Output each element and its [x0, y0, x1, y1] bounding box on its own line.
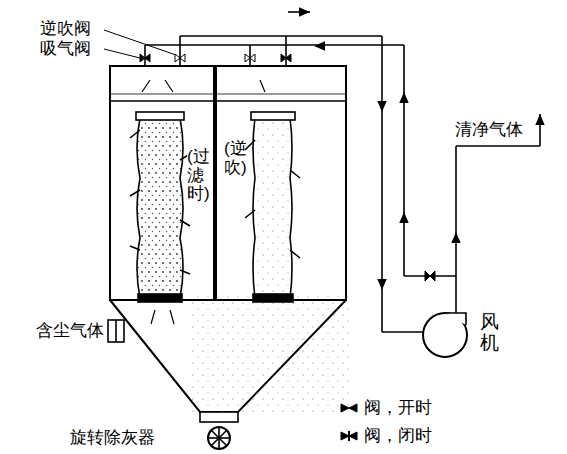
legend-text: 阀，开时	[364, 396, 432, 419]
vertical-label: 风机	[480, 312, 499, 354]
legend-row: 阀，闭时	[340, 424, 432, 447]
vertical-label: (过滤时)	[187, 148, 204, 204]
part-label: 吸气阀	[40, 39, 91, 59]
part-label: 含尘气体	[36, 321, 104, 341]
legend-row: 阀，开时	[340, 396, 432, 419]
part-label: 逆吹阀	[40, 19, 91, 39]
valve-closed-symbol	[340, 430, 358, 442]
part-label: 清净气体	[455, 120, 523, 140]
vertical-label: (逆吹)	[224, 140, 241, 177]
valve-open-symbol	[340, 402, 358, 414]
legend-text: 阀，闭时	[364, 424, 432, 447]
part-label: 旋转除灰器	[70, 428, 155, 448]
